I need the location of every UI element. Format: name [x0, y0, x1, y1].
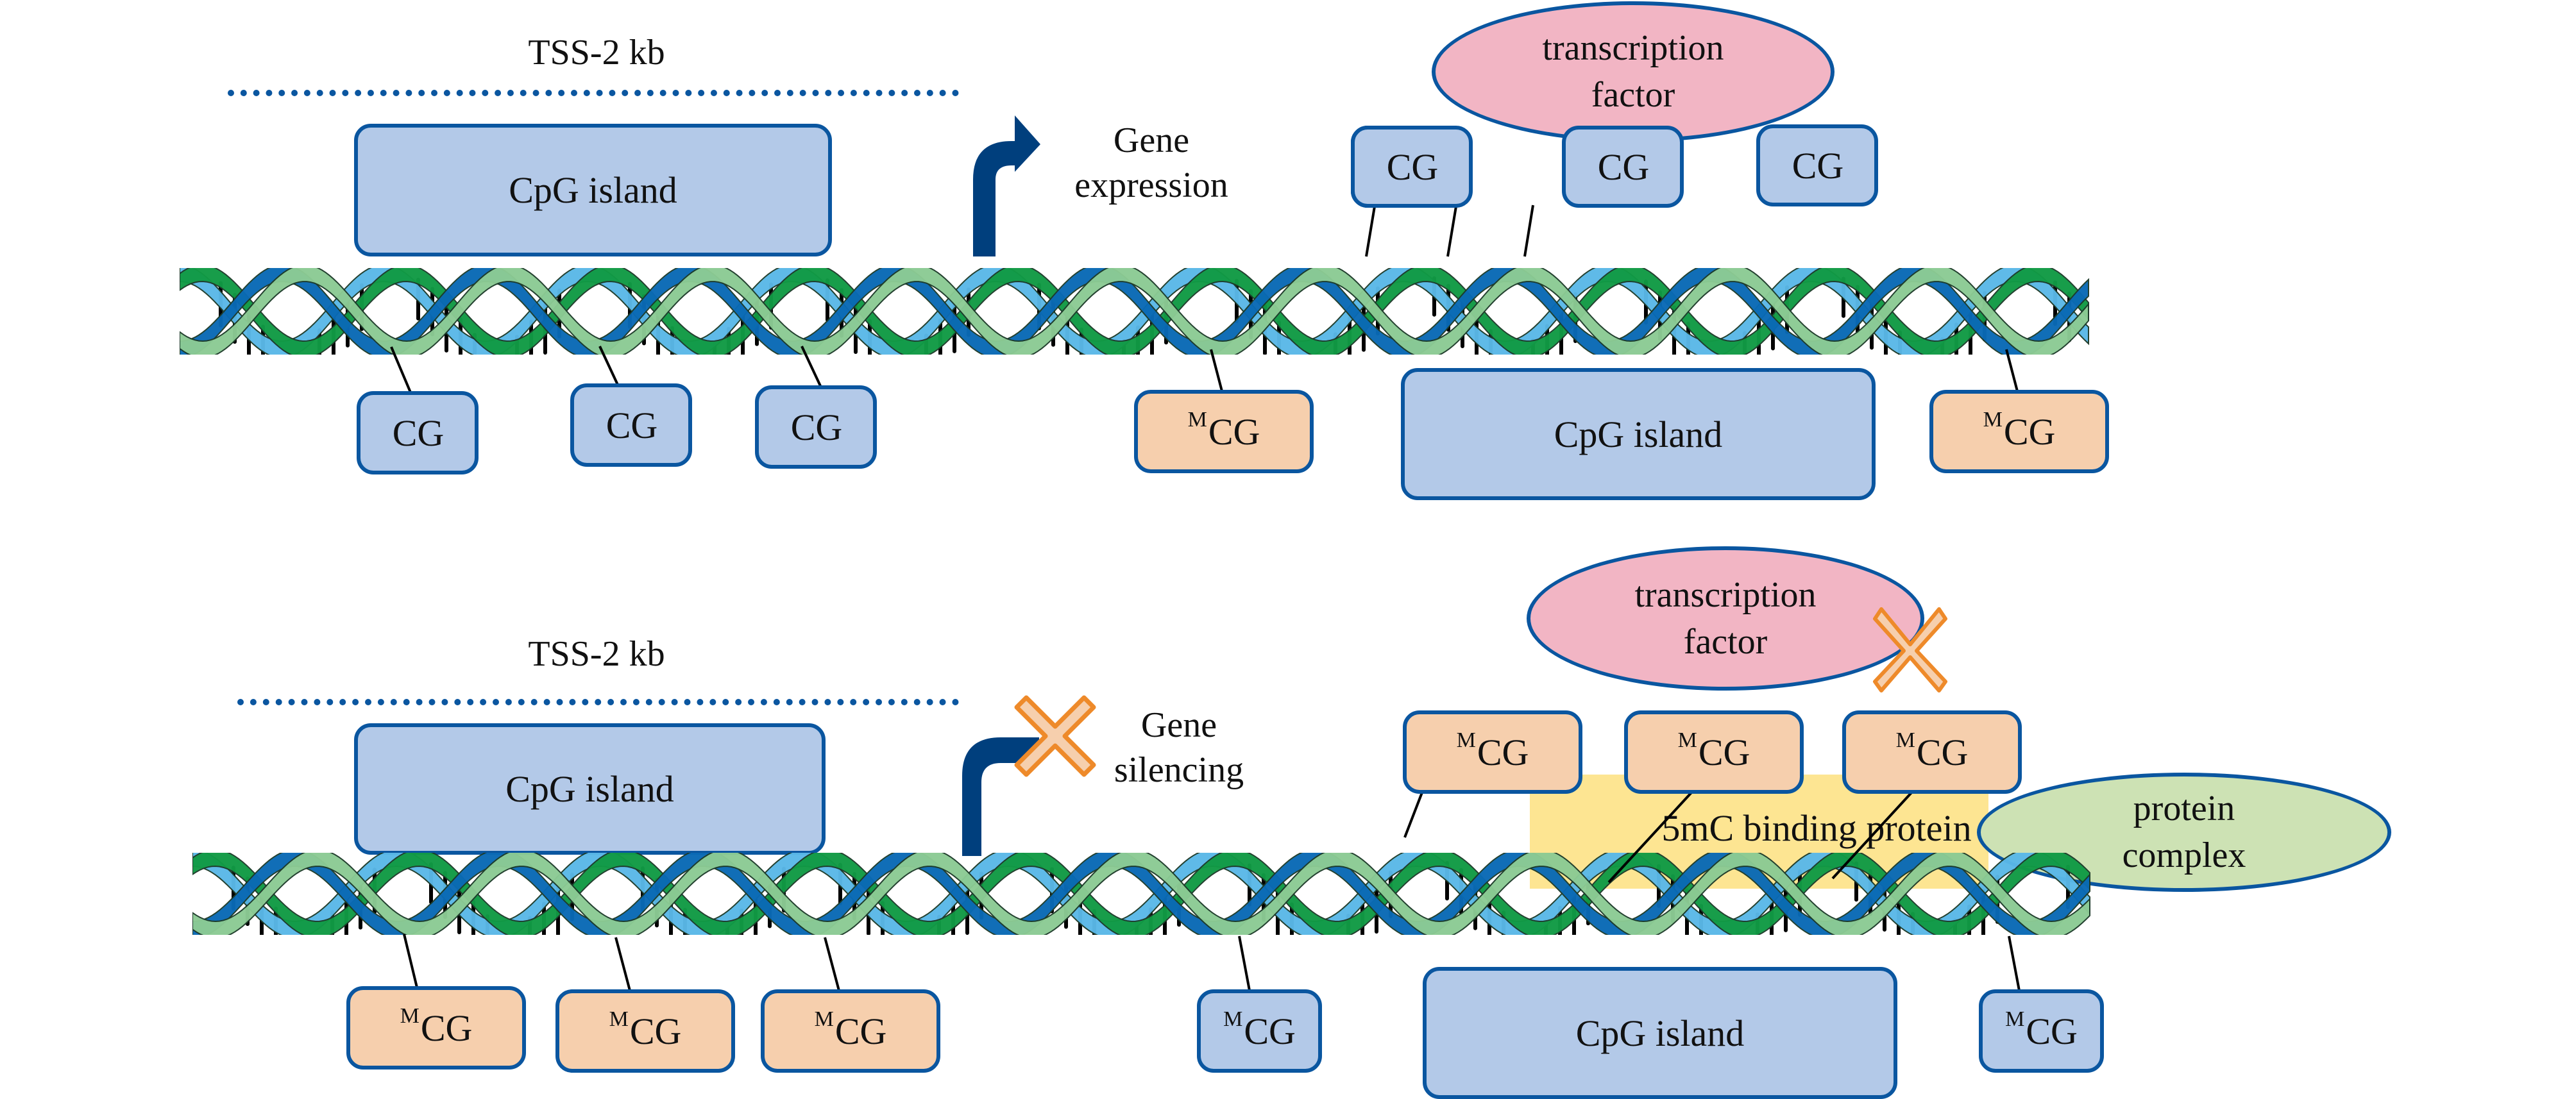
bottom-cpg-island-downstream-label: CpG island [1575, 1012, 1745, 1054]
methyl-prefix: M [1187, 408, 1207, 432]
top-arrow-label-line1: Gene [1113, 121, 1190, 160]
bottom-protein-complex-line1: protein [2133, 789, 2235, 829]
bottom-region-dotted-line [237, 699, 959, 705]
site-label: CG [629, 1010, 682, 1052]
methyl-prefix: M [609, 1007, 629, 1031]
top-tf-line2: factor [1591, 75, 1675, 115]
bottom-cpg-island-downstream: CpG island [1423, 967, 1897, 1099]
connector [1607, 791, 1693, 884]
connector [614, 937, 631, 991]
methyl-prefix: M [1456, 728, 1476, 752]
site-label: CG [1208, 410, 1260, 453]
connector [403, 934, 418, 988]
connector [1365, 206, 1376, 257]
connector [1403, 792, 1423, 838]
site-label: CG [1244, 1010, 1296, 1052]
site-label: CG [2026, 1010, 2078, 1052]
connector [1238, 935, 1251, 991]
bottom-5mc-binding-protein-label: 5mC binding protein [1661, 807, 1972, 849]
site-label: CG [1597, 146, 1650, 188]
site-label: CG [1792, 144, 1844, 187]
connector [1831, 790, 1914, 880]
bottom-region-label: TSS-2 kb [528, 634, 665, 674]
bottom-gene-silencing-label: Gene silencing [1114, 703, 1244, 793]
bottom-tf-line1: transcription [1634, 575, 1817, 615]
bottom-transcription-factor: transcription factor [1527, 546, 1924, 691]
site-label: CG [790, 406, 843, 448]
site-label: CG [835, 1010, 887, 1052]
methyl-prefix: M [400, 1004, 419, 1028]
methyl-prefix: M [1677, 728, 1697, 752]
connector [801, 346, 822, 388]
connector [824, 937, 840, 991]
connector [1523, 205, 1534, 257]
bottom-arrow-label-line1: Gene [1140, 705, 1217, 745]
methyl-prefix: M [2005, 1007, 2025, 1031]
top-dna-helix [180, 268, 2089, 355]
connector [2005, 349, 2019, 392]
top-site-below-1: CG [357, 391, 479, 474]
top-region-label: TSS-2 kb [528, 33, 665, 72]
top-cpg-island-upstream-label: CpG island [509, 169, 677, 211]
bottom-cpg-island-upstream-label: CpG island [505, 768, 674, 810]
site-label: CG [1386, 146, 1439, 188]
connector [1210, 349, 1223, 392]
bottom-tf-blocked-cross-icon [1873, 607, 1947, 692]
methyl-prefix: M [814, 1007, 834, 1031]
top-site-above-2: CG [1562, 126, 1684, 208]
site-label: CG [1698, 731, 1750, 773]
top-gene-expression-label: Gene expression [1074, 118, 1228, 208]
top-tf-line1: transcription [1542, 28, 1724, 69]
top-region-dotted-line [228, 90, 959, 96]
methyl-prefix: M [1223, 1007, 1243, 1031]
site-label: CG [1916, 731, 1969, 773]
site-label: CG [1477, 731, 1529, 773]
bottom-gene-silencing-cross-icon [1014, 695, 1096, 777]
methyl-prefix: M [1983, 408, 2003, 432]
top-gene-expression-arrow-icon [973, 115, 1040, 256]
top-arrow-label-line2: expression [1074, 165, 1228, 205]
site-label: CG [392, 412, 445, 454]
bottom-tf-line2: factor [1683, 621, 1768, 662]
methyl-prefix: M [1895, 728, 1915, 752]
bottom-gene-silencing-arrow-icon [962, 737, 1039, 856]
top-site-above-1: CG [1351, 126, 1473, 208]
bottom-protein-complex-line2: complex [2122, 835, 2246, 875]
site-label: CG [2003, 410, 2056, 453]
dna-strand [180, 268, 2089, 355]
bottom-arrow-label-line2: silencing [1114, 750, 1244, 790]
site-label: CG [420, 1007, 473, 1049]
top-site-below-3: CG [755, 385, 877, 469]
top-cpg-island-downstream-label: CpG island [1554, 413, 1723, 455]
connector [1446, 206, 1457, 257]
dna-strand [192, 853, 2090, 935]
connector [2008, 935, 2021, 991]
connector [598, 346, 619, 385]
top-site-below-2: CG [570, 383, 692, 467]
connector [390, 346, 412, 393]
top-cpg-island-downstream: CpG island [1401, 368, 1876, 500]
top-cpg-island-upstream: CpG island [354, 124, 832, 256]
top-site-above-3: CG [1756, 124, 1878, 206]
site-label: CG [606, 404, 658, 446]
bottom-protein-complex: protein complex [1977, 773, 2391, 892]
